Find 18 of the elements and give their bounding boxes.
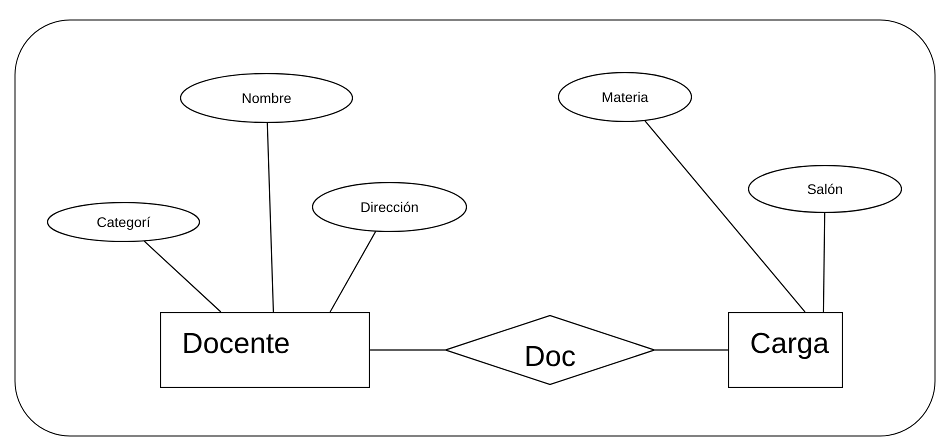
- connector-line: [644, 120, 806, 312]
- entity-box: [728, 312, 843, 388]
- connector-line: [655, 349, 728, 351]
- attribute-label: Nombre: [242, 90, 292, 106]
- entity-label: Carga: [750, 328, 829, 360]
- connector-line: [144, 240, 222, 312]
- relationship-label: Doc: [524, 340, 576, 374]
- relationship-diamond: [445, 315, 655, 385]
- connector-line: [370, 349, 445, 351]
- connector-line: [822, 213, 826, 312]
- connector-line: [266, 122, 274, 312]
- connector-line: [330, 231, 376, 312]
- attribute-label: Salón: [807, 181, 843, 197]
- attribute-label: Categorí: [96, 214, 150, 230]
- entity-label: Docente: [182, 328, 290, 360]
- attribute-label: Materia: [602, 89, 648, 105]
- attribute-label: Dirección: [360, 199, 419, 215]
- entity-box: [160, 312, 370, 388]
